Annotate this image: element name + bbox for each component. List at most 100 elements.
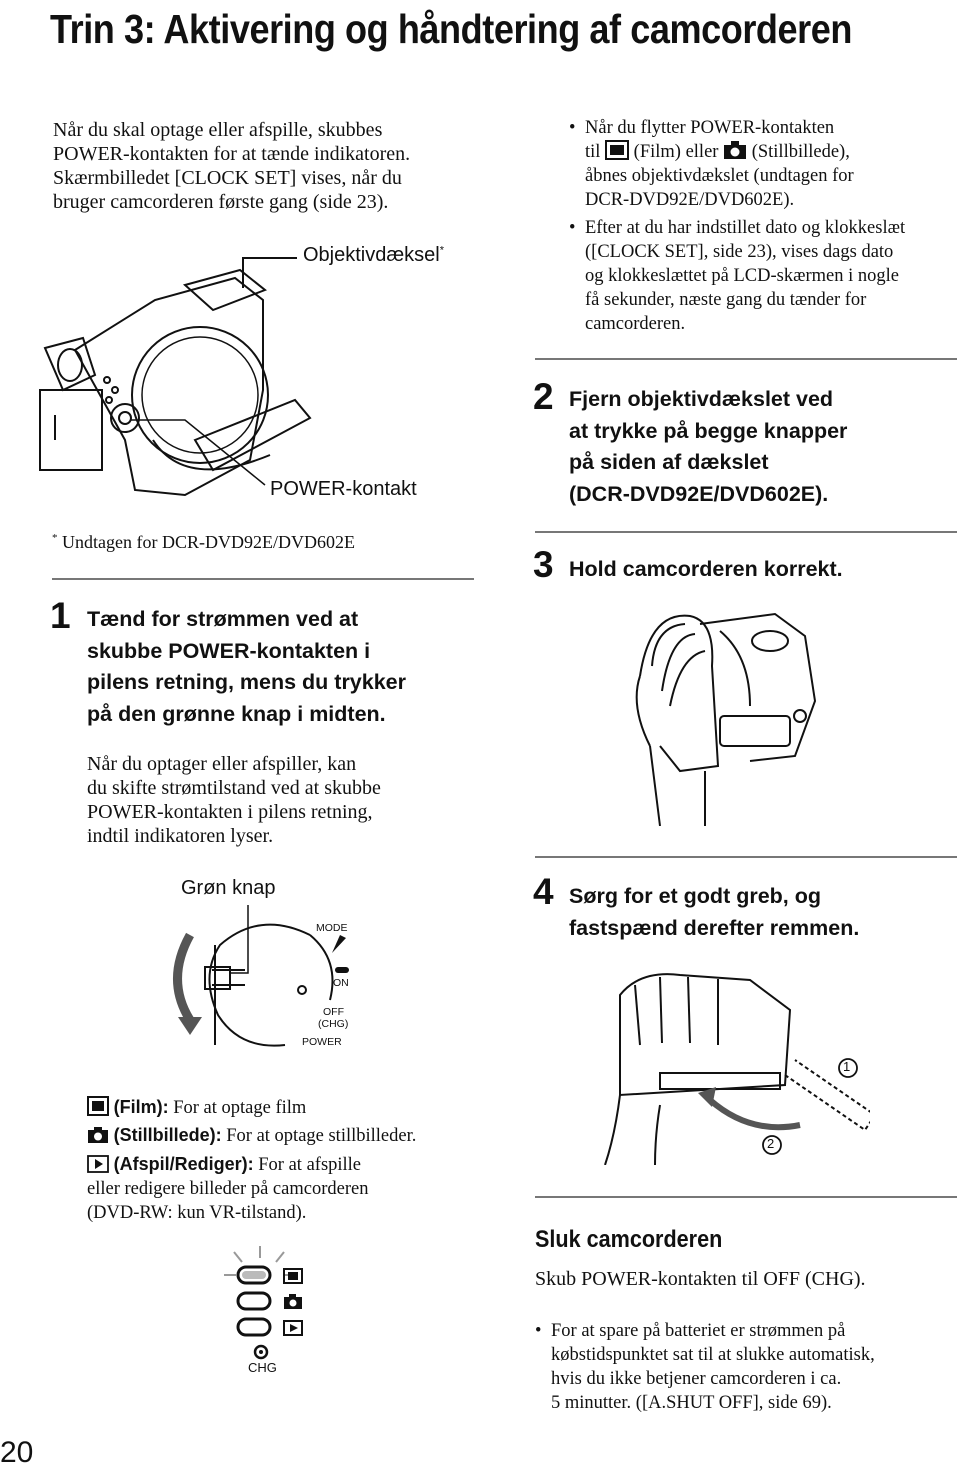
bullet-text: (Film) eller [633,142,719,162]
mode-descriptions: (Film): For at optage film (Stillbillede… [87,1094,487,1225]
body-line: indtil indikatoren lyser. [87,825,274,847]
indicator-figure: CHG [222,1240,332,1380]
bullet-line: ([CLOCK SET], side 23), vises dags dato [585,242,894,262]
mode-film-label: (Film): [113,1097,169,1117]
mode-play-line: (DVD-RW: kun VR-tilstand). [87,1203,307,1223]
callout-1: 1 [843,1059,851,1074]
power-dial-figure: MODE ON OFF (CHG) POWER [160,905,380,1055]
body-line: Når du optager eller afspiller, kan [87,753,357,775]
page-number: 20 [0,1436,34,1469]
hold-camcorder-illustration [635,612,817,827]
intro-paragraph: Når du skal optage eller afspille, skubb… [53,118,473,214]
step-line: (DCR-DVD92E/DVD602E). [569,481,829,506]
step-line: at trykke på begge knapper [569,418,848,443]
asterisk: * [439,244,444,257]
section-body: Skub POWER-kontakten til OFF (CHG). [535,1268,866,1290]
divider [52,578,474,580]
step-number: 2 [533,376,554,417]
film-icon [283,1268,303,1284]
chg-label: (CHG) [318,1018,349,1030]
power-dial-illustration [173,905,349,1047]
bullet-line: Når du flytter POWER-kontakten [585,118,835,138]
indicator-illustration [224,1246,303,1360]
camera-icon [284,1294,302,1309]
lens-cover-text: Objektivdæksel [303,244,440,266]
mode-play-text: For at afspille [258,1155,362,1175]
camera-icon [88,1127,108,1143]
camcorder-illustration [39,257,312,497]
step-number: 4 [533,871,554,912]
intro-line: Skærmbilledet [CLOCK SET] vises, når du [53,167,402,189]
callout-2: 2 [767,1136,775,1151]
bullet-item: Efter at du har indstillet dato og klokk… [567,216,957,336]
step-line: fastspænd derefter remmen. [569,915,860,940]
step-line: pilens retning, mens du trykker [87,670,407,694]
intro-line: bruger camcorderen første gang (side 23)… [53,191,389,213]
step-line: Sørg for et godt greb, og [569,884,822,908]
divider [535,531,957,533]
bullet-item: For at spare på batteriet er strømmen på… [533,1319,953,1415]
mode-still-text: For at optage stillbilleder. [226,1126,417,1146]
step-number: 1 [50,595,71,636]
camera-icon [724,141,747,159]
off-label: OFF [323,1006,344,1018]
mode-still: (Stillbillede): For at optage stillbille… [87,1122,487,1150]
page-title: Trin 3: Aktivering og håndtering af camc… [50,6,852,52]
play-icon [87,1155,109,1173]
footnote-text: Undtagen for DCR-DVD92E/DVD602E [62,532,355,552]
step-2-heading: Fjern objektivdækslet ved at trykke på b… [569,384,959,510]
on-label: ON [333,977,349,989]
bullet-text: (Stillbillede), [751,142,850,162]
film-icon [605,140,630,160]
power-label: POWER [302,1036,342,1048]
power-switch-label: POWER-kontakt [270,478,417,500]
bullet-line: og klokkeslættet på LCD-skærmen i nogle [585,266,899,286]
step-1-heading: Tænd for strømmen ved at skubbe POWER-ko… [87,604,477,730]
lens-cover-label: Objektivdæksel* [303,244,444,267]
bullet-line: For at spare på batteriet er strømmen på [551,1321,846,1341]
strap-figure: 1 2 [600,965,877,1166]
bullet-line: DCR-DVD92E/DVD602E). [585,190,795,210]
chg-label: CHG [248,1360,277,1375]
mode-play: (Afspil/Rediger): For at afspille eller … [87,1152,487,1225]
body-line: POWER-kontakten i pilens retning, [87,801,373,823]
section-heading: Sluk camcorderen [535,1226,723,1253]
divider [535,856,957,858]
off-bullets: For at spare på batteriet er strømmen på… [533,1319,953,1415]
bullet-line: hvis du ikke betjener camcorderen i ca. [551,1369,842,1389]
step-1-body: Når du optager eller afspiller, kan du s… [87,752,477,848]
step-line: Fjern objektivdækslet ved [569,387,834,411]
mode-play-label: (Afspil/Rediger): [113,1154,254,1174]
mode-play-line: eller redigere billeder på camcorderen [87,1179,369,1199]
step-line: på den grønne knap i midten. [87,701,386,726]
film-icon [87,1096,109,1116]
bullet-line: åbnes objektivdækslet (undtagen for [585,166,854,186]
step-line: Tænd for strømmen ved at [87,607,359,631]
play-icon [283,1320,303,1336]
green-button-label: Grøn knap [181,877,276,899]
right-bullets: Når du flytter POWER-kontakten til (Film… [567,116,957,336]
step-3-heading: Hold camcorderen korrekt. [569,557,843,581]
bullet-line: Efter at du har indstillet dato og klokk… [585,218,906,238]
divider [535,1196,957,1198]
step-number: 3 [533,544,554,585]
body-line: du skifte strømtilstand ved at skubbe [87,777,381,799]
bullet-line: til (Film) eller (Stillbillede), [585,140,957,164]
mode-film-text: For at optage film [173,1098,307,1118]
mode-label: MODE [316,922,348,934]
mode-still-label: (Stillbillede): [113,1125,222,1145]
mode-film: (Film): For at optage film [87,1094,487,1122]
camcorder-figure: Objektivdæksel* POWER-kontakt [35,240,475,510]
bullet-text: til [585,142,601,162]
bullet-item: Når du flytter POWER-kontakten til (Film… [567,116,957,212]
hold-camcorder-figure [600,596,840,827]
divider [535,358,957,360]
bullet-line: 5 minutter. ([A.SHUT OFF], side 69). [551,1393,832,1413]
footnote-mark: * [52,532,58,544]
footnote: * Undtagen for DCR-DVD92E/DVD602E [52,532,355,553]
step-line: på siden af dækslet [569,450,769,474]
intro-line: Når du skal optage eller afspille, skubb… [53,119,383,141]
bullet-line: camcorderen. [585,314,686,334]
step-4-heading: Sørg for et godt greb, og fastspænd dere… [569,881,959,944]
strap-illustration [604,973,877,1166]
